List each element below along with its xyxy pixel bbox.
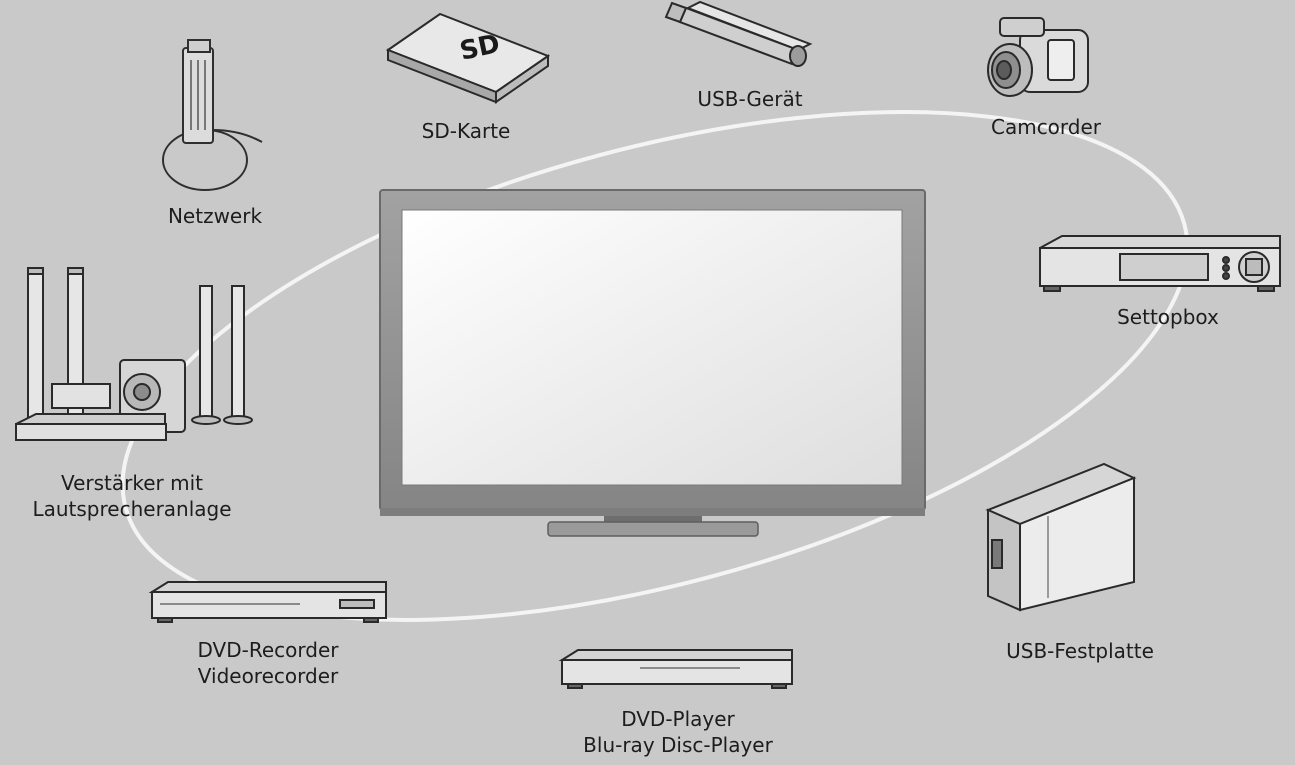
dvd-player-icon [558,649,793,689]
usb-hard-drive-label: USB-Festplatte [1006,639,1154,663]
tv-icon [379,189,926,537]
settopbox-label: Settopbox [1117,305,1219,329]
camcorder-icon [987,17,1089,97]
network-label: Netzwerk [167,204,263,228]
amplifier-label: Verstärker mit Lautsprecheranlage [32,471,232,521]
speaker-system-icon [15,267,253,441]
usb-hard-drive-icon [985,462,1137,612]
dvd-player-label: DVD-Player Blu-ray Disc-Player [583,707,773,757]
camcorder-label: Camcorder [990,115,1102,139]
sd-card-label: SD-Karte [421,119,511,143]
connection-orbit [120,110,1190,622]
usb-stick-icon [664,0,813,67]
settopbox-icon [1039,235,1281,292]
dvd-recorder-icon [148,581,387,623]
sd-card-icon: S D [385,12,551,104]
network-adapter-icon [162,39,263,191]
dvd-recorder-label: DVD-Recorder Videorecorder [197,638,339,688]
usb-device-label: USB-Gerät [697,87,803,111]
